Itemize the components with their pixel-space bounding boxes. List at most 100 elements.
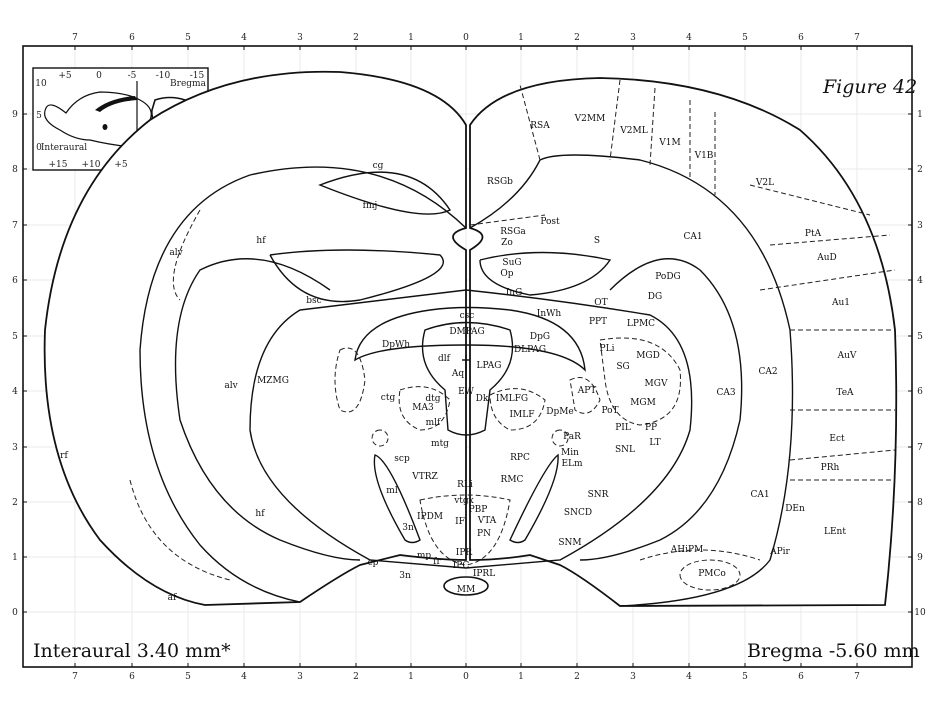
inset-tick: +10 [82, 160, 101, 170]
region-label: SNR [588, 490, 609, 500]
region-label: ml [386, 486, 398, 496]
inset-tick: -15 [190, 71, 205, 81]
bottom-axis-tick: 7 [854, 672, 860, 682]
region-label: 3n [399, 571, 411, 581]
top-axis-tick: 3 [297, 33, 303, 43]
right-hippocampus [579, 258, 743, 561]
inset-tick: 5 [36, 111, 42, 121]
region-label: APT [577, 386, 597, 396]
left-cortex-boundary [139, 166, 467, 603]
periaqueductal-gray [421, 321, 514, 436]
left-cerebral-peduncle [373, 454, 421, 544]
region-label: TeA [836, 388, 854, 398]
inset-labels: +5 0 -5 -10 -15 10 5 0 +15 +10 +5 Bregma… [35, 71, 206, 170]
top-axis-tick: 3 [630, 33, 636, 43]
top-axis-tick: 2 [574, 33, 580, 43]
region-label: LEnt [824, 527, 846, 537]
region-label: LPMC [627, 319, 655, 329]
region-label: PN [477, 529, 491, 539]
region-label: CA3 [716, 388, 735, 398]
region-label: Post [540, 217, 560, 227]
bottom-axis-tick: 3 [630, 672, 636, 682]
region-label: cg [373, 161, 384, 171]
region-label: fmj [363, 201, 378, 211]
region-label: InG [506, 288, 523, 298]
bottom-axis-tick: 1 [408, 672, 414, 682]
region-label: SNM [558, 538, 581, 548]
top-axis-tick: 2 [353, 33, 359, 43]
region-label: OT [594, 298, 607, 308]
bregma-coordinate: Bregma -5.60 mm [747, 640, 920, 662]
top-axis-tick: 7 [854, 33, 860, 43]
superior-colliculus [354, 306, 586, 372]
top-axis-tick: 7 [72, 33, 78, 43]
region-label: mtg [431, 439, 449, 449]
region-label: DpWh [382, 340, 410, 350]
region-label: 3n [402, 523, 414, 533]
region-label: dlf [438, 354, 451, 364]
left-axis-tick: 3 [12, 443, 18, 453]
right-cortex-boundary [469, 154, 794, 607]
right-axis-tick: 3 [917, 221, 923, 231]
left-axis-tick: 4 [12, 387, 18, 397]
bottom-axis-tick: 4 [686, 672, 692, 682]
right-axis-tick: 8 [917, 498, 923, 508]
region-label: af [168, 593, 177, 603]
bottom-axis-tick: 4 [241, 672, 247, 682]
top-axis-tick: 6 [798, 33, 804, 43]
right-axis-tick: 7 [917, 443, 923, 453]
bottom-axis-tick: 0 [463, 672, 469, 682]
left-axis-tick: 6 [12, 276, 18, 286]
outer-frame [22, 45, 913, 668]
interaural-coordinate: Interaural 3.40 mm* [33, 640, 231, 662]
region-label: V2L [755, 178, 774, 188]
left-hippocampus [174, 258, 361, 561]
inset-interaural-label: Interaural [41, 143, 87, 153]
midbrain-dashed-regions [334, 337, 681, 566]
region-label: hf [255, 509, 265, 519]
region-label: Op [500, 269, 513, 279]
region-label: EW [458, 387, 475, 397]
inset-tick: +5 [58, 71, 72, 81]
region-label: PPT [589, 317, 607, 327]
region-label: dtg [425, 394, 440, 404]
region-label: SuG [502, 258, 521, 268]
left-axis-tick: 8 [12, 165, 18, 175]
midbrain-outline [249, 289, 693, 569]
region-label: scp [394, 454, 410, 464]
region-label: Aq [451, 369, 464, 379]
region-label: bsc [306, 296, 321, 306]
right-axis-tick: 1 [917, 110, 923, 120]
region-label: RSGa [500, 227, 526, 237]
region-label: PIL [615, 423, 631, 433]
region-label: RMC [501, 475, 524, 485]
bottom-axis-tick: 6 [129, 672, 135, 682]
region-label: PLi [600, 344, 615, 354]
top-axis-tick: 4 [241, 33, 247, 43]
left-cingulum [318, 171, 452, 215]
region-label: RPC [510, 453, 530, 463]
region-label: IPDM [417, 512, 443, 522]
region-label: AuV [837, 351, 857, 361]
left-axis-tick: 2 [12, 498, 18, 508]
region-label: VTRZ [411, 472, 438, 482]
region-label: DpG [530, 332, 550, 342]
region-label: V1B [694, 151, 714, 161]
top-axis-tick: 4 [686, 33, 692, 43]
region-label: PBP [469, 505, 488, 515]
region-label: AuD [816, 253, 837, 263]
region-label: S [594, 236, 600, 246]
region-label: PRh [821, 463, 840, 473]
right-axis-tick: 9 [917, 553, 923, 563]
region-label: mp [417, 551, 432, 561]
region-label: AHiPM [670, 545, 704, 555]
region-label: PP [645, 423, 657, 433]
region-label: DG [648, 292, 662, 302]
region-label: IPR [456, 548, 473, 558]
figure-title: Figure 42 [822, 76, 917, 98]
region-label: mlf [426, 418, 441, 428]
region-label: Au1 [831, 298, 850, 308]
region-label: LPAG [477, 361, 502, 371]
top-axis-tick: 6 [129, 33, 135, 43]
